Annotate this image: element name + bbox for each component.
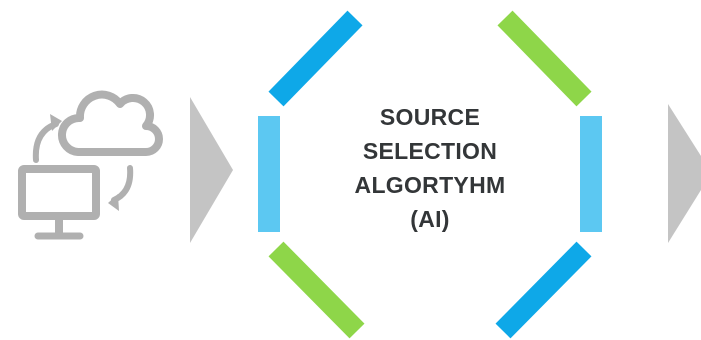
- cloud-icon: [58, 90, 163, 156]
- chevron-right-icon-outgoing: [668, 104, 701, 243]
- computer-cloud-sync-icon: [18, 90, 163, 240]
- center-label-line-1: SOURCE: [379, 104, 481, 130]
- center-label-line-3: ALGORTYHM: [354, 172, 506, 198]
- sync-arrow-down-icon: [111, 165, 134, 203]
- center-label: SOURCE SELECTION ALGORTYHM (AI): [300, 100, 560, 236]
- hex-bar-top-left: [268, 10, 363, 107]
- monitor-icon: [18, 165, 100, 220]
- chevron-right-icon: [190, 97, 233, 243]
- hex-bar-bottom-left: [268, 241, 365, 339]
- center-label-line-2: SELECTION: [362, 138, 498, 164]
- hex-bar-top-right: [497, 10, 592, 107]
- hex-bar-bottom-right: [495, 241, 592, 339]
- algorithm-hexagon: [258, 10, 602, 339]
- center-label-line-4: (AI): [410, 206, 450, 232]
